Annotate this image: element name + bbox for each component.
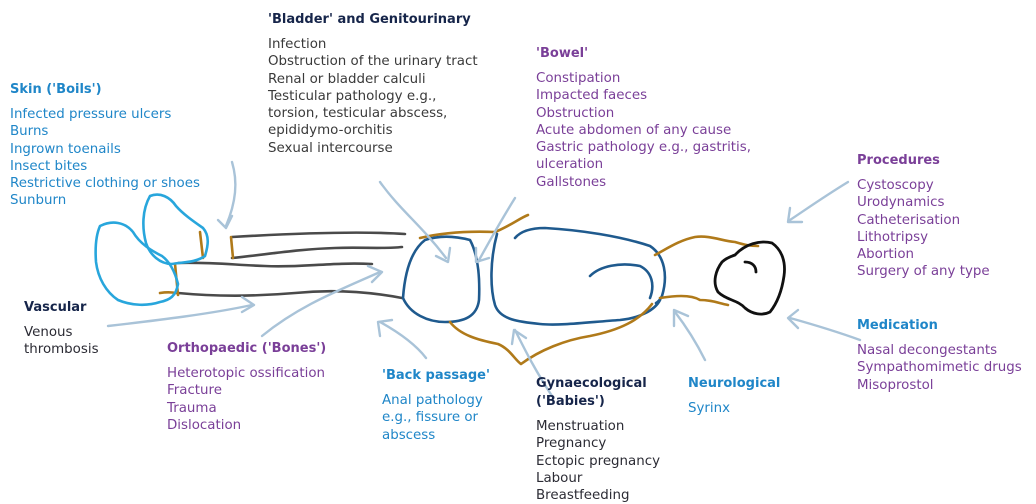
list-item: Impacted faeces <box>536 87 751 104</box>
list-item: Burns <box>10 123 200 140</box>
list-item: Insect bites <box>10 158 200 175</box>
list-item: Ingrown toenails <box>10 141 200 158</box>
list-orthopaedic: Heterotopic ossification Fracture Trauma… <box>167 365 326 434</box>
list-skin: Infected pressure ulcers Burns Ingrown t… <box>10 106 200 210</box>
heading-vascular: Vascular <box>24 299 99 317</box>
list-item: Catheterisation <box>857 212 990 229</box>
list-neurological: Syrinx <box>688 400 780 417</box>
list-item: Menstruation <box>536 418 660 435</box>
list-item: Infection <box>268 36 478 53</box>
list-item: thrombosis <box>24 341 99 358</box>
list-gynaecological: Menstruation Pregnancy Ectopic pregnancy… <box>536 418 660 504</box>
list-item: Syrinx <box>688 400 780 417</box>
list-item: Acute abdomen of any cause <box>536 122 751 139</box>
list-bladder-genitourinary: Infection Obstruction of the urinary tra… <box>268 36 478 157</box>
heading-skin: Skin ('Boils') <box>10 81 200 99</box>
heading-bowel: 'Bowel' <box>536 45 751 63</box>
torso-outline <box>403 215 758 364</box>
group-skin: Skin ('Boils') Infected pressure ulcers … <box>10 81 200 210</box>
arrow-vascular <box>108 297 254 326</box>
group-back-passage: 'Back passage' Anal pathology e.g., fiss… <box>382 367 490 444</box>
group-bowel: 'Bowel' Constipation Impacted faeces Obs… <box>536 45 751 191</box>
group-gynaecological: Gynaecological ('Babies') Menstruation P… <box>536 375 660 504</box>
list-item: ulceration <box>536 156 751 173</box>
list-item: e.g., fissure or <box>382 409 490 426</box>
list-item: Obstruction <box>536 105 751 122</box>
list-item: Labour <box>536 470 660 487</box>
list-item: Gallstones <box>536 174 751 191</box>
list-item: Breastfeeding <box>536 487 660 504</box>
list-item: Infected pressure ulcers <box>10 106 200 123</box>
list-item: Nasal decongestants <box>857 342 1022 359</box>
list-item: Renal or bladder calculi <box>268 71 478 88</box>
list-item: Lithotripsy <box>857 229 990 246</box>
list-item: Sexual intercourse <box>268 140 478 157</box>
heading-medication: Medication <box>857 317 1022 335</box>
list-item: Heterotopic ossification <box>167 365 326 382</box>
list-item: Misoprostol <box>857 377 1022 394</box>
list-item: Anal pathology <box>382 392 490 409</box>
list-item: abscess <box>382 427 490 444</box>
arrow-orthopaedic <box>262 266 382 336</box>
list-procedures: Cystoscopy Urodynamics Catheterisation L… <box>857 177 990 281</box>
list-item: epididymo-orchitis <box>268 122 478 139</box>
list-item: Testicular pathology e.g., <box>268 88 478 105</box>
arrow-medication <box>788 310 860 340</box>
group-medication: Medication Nasal decongestants Sympathom… <box>857 317 1022 394</box>
arrow-procedures <box>788 182 848 222</box>
list-item: Urodynamics <box>857 194 990 211</box>
list-vascular: Venous thrombosis <box>24 324 99 359</box>
feet <box>96 195 208 305</box>
list-item: Venous <box>24 324 99 341</box>
list-item: Ectopic pregnancy <box>536 453 660 470</box>
list-bowel: Constipation Impacted faeces Obstruction… <box>536 70 751 191</box>
list-item: Abortion <box>857 246 990 263</box>
group-orthopaedic: Orthopaedic ('Bones') Heterotopic ossifi… <box>167 340 326 434</box>
group-bladder-genitourinary: 'Bladder' and Genitourinary Infection Ob… <box>268 11 478 157</box>
group-procedures: Procedures Cystoscopy Urodynamics Cathet… <box>857 152 990 281</box>
heading-back-passage: 'Back passage' <box>382 367 490 385</box>
heading-gynaecological: Gynaecological <box>536 375 660 393</box>
list-item: Trauma <box>167 400 326 417</box>
list-item: Sympathomimetic drugs <box>857 359 1022 376</box>
heading-procedures: Procedures <box>857 152 990 170</box>
list-item: Cystoscopy <box>857 177 990 194</box>
list-item: Gastric pathology e.g., gastritis, <box>536 139 751 156</box>
list-item: Pregnancy <box>536 435 660 452</box>
heading-bladder-genitourinary: 'Bladder' and Genitourinary <box>268 11 478 29</box>
list-item: Sunburn <box>10 192 200 209</box>
arrow-bowel <box>476 198 515 262</box>
list-item: Constipation <box>536 70 751 87</box>
heading-orthopaedic: Orthopaedic ('Bones') <box>167 340 326 358</box>
list-item: Dislocation <box>167 417 326 434</box>
legs <box>178 233 405 298</box>
list-item: Surgery of any type <box>857 263 990 280</box>
arrow-back-passage <box>378 320 426 358</box>
list-item: Fracture <box>167 382 326 399</box>
list-medication: Nasal decongestants Sympathomimetic drug… <box>857 342 1022 394</box>
heading-neurological: Neurological <box>688 375 780 393</box>
group-vascular: Vascular Venous thrombosis <box>24 299 99 359</box>
list-item: Obstruction of the urinary tract <box>268 53 478 70</box>
heading-gynaecological-sub: ('Babies') <box>536 393 660 411</box>
list-item: Restrictive clothing or shoes <box>10 175 200 192</box>
group-neurological: Neurological Syrinx <box>688 375 780 417</box>
arrow-neurological <box>674 310 705 360</box>
arrow-skin <box>218 162 235 228</box>
list-item: torsion, testicular abscess, <box>268 105 478 122</box>
list-back-passage: Anal pathology e.g., fissure or abscess <box>382 392 490 444</box>
